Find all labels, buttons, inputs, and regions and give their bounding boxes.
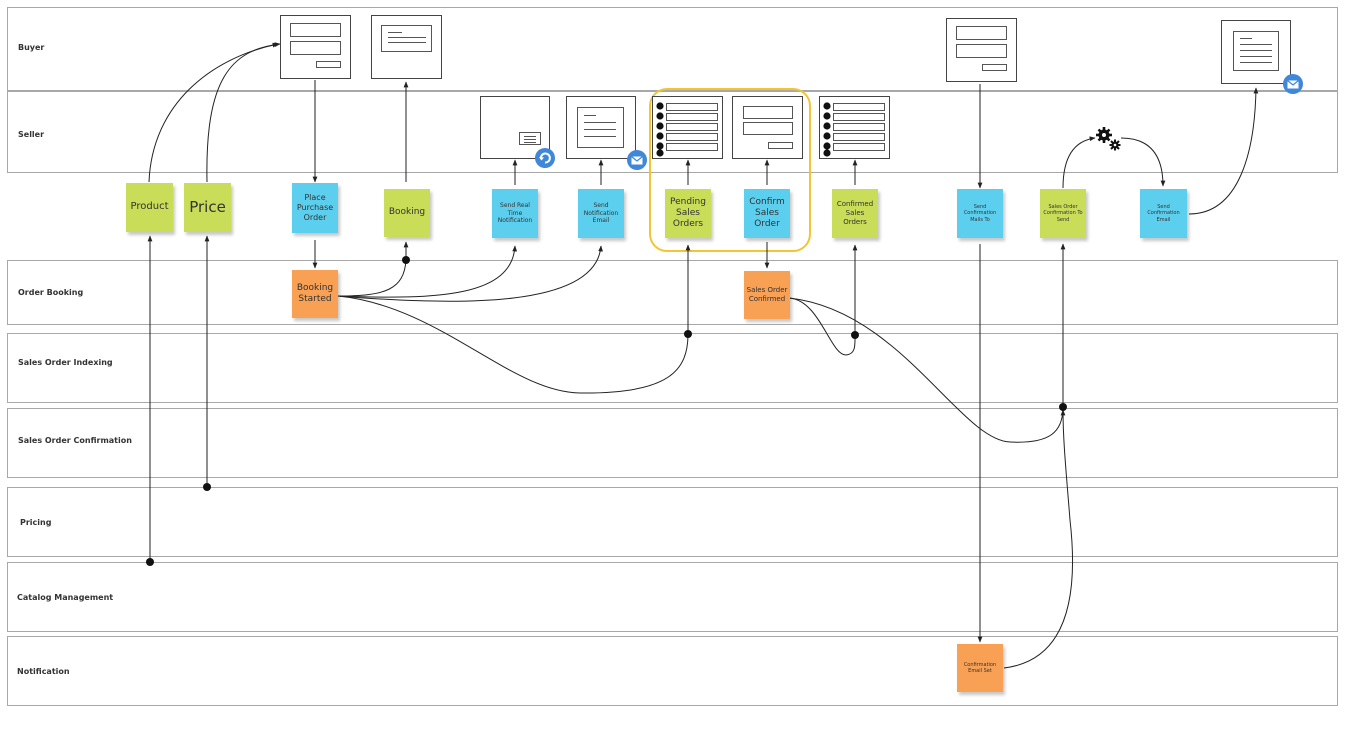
list-row <box>833 103 885 111</box>
doc-line <box>524 136 536 137</box>
wireframe-field <box>743 122 793 135</box>
sticky-send-confirmation-email[interactable]: Send Confirmation Email <box>1140 189 1187 238</box>
wireframe-confirmation-form[interactable] <box>946 18 1017 82</box>
wireframe-document <box>1233 31 1279 71</box>
sticky-send-confirmation-mails-to[interactable]: Send Confirmation Mails To <box>957 189 1003 238</box>
wireframe-field <box>290 23 341 37</box>
wireframe-field <box>290 41 341 55</box>
doc-line <box>1240 62 1272 63</box>
lane-label-pricing: Pricing <box>20 518 52 527</box>
doc-line <box>1240 50 1272 51</box>
lane-sales-order-confirmation <box>7 408 1338 478</box>
wireframe-field <box>743 106 793 119</box>
lane-sales-order-indexing <box>7 333 1338 403</box>
doc-line <box>1240 38 1252 39</box>
wireframe-button <box>768 142 793 149</box>
lane-label-sales-order-confirmation: Sales Order Confirmation <box>18 436 132 445</box>
wireframe-notification-email[interactable] <box>566 96 636 159</box>
mail-icon <box>627 150 647 170</box>
sticky-send-real-time-notification[interactable]: Send Real Time Notification <box>492 189 538 238</box>
wireframe-realtime-notification[interactable] <box>480 96 550 159</box>
refresh-icon <box>535 148 555 168</box>
list-row <box>833 133 885 141</box>
wireframe-field <box>956 44 1007 58</box>
doc-line <box>388 42 426 43</box>
sticky-confirmed-sales-orders[interactable]: Confirmed Sales Orders <box>832 189 878 238</box>
list-row <box>833 113 885 121</box>
mail-icon <box>1283 74 1303 94</box>
sticky-product[interactable]: Product <box>126 183 173 232</box>
wireframe-mini-doc <box>519 132 541 145</box>
lane-buyer <box>7 7 1338 91</box>
list-row <box>666 123 718 131</box>
wireframe-document <box>577 107 624 148</box>
lane-notification <box>7 636 1338 706</box>
doc-line <box>584 136 616 137</box>
wireframe-confirm-order-form[interactable] <box>732 96 803 159</box>
wireframe-button <box>982 64 1007 71</box>
doc-line <box>524 139 536 140</box>
sticky-place-purchase-order[interactable]: Place Purchase Order <box>292 183 338 233</box>
doc-line <box>584 115 596 116</box>
sticky-booking[interactable]: Booking <box>384 189 430 237</box>
wireframe-booking-doc[interactable] <box>371 15 442 79</box>
list-row <box>666 143 718 151</box>
sticky-send-notification-email[interactable]: Send Notification Email <box>578 189 624 238</box>
lane-pricing <box>7 487 1338 557</box>
list-row <box>666 113 718 121</box>
highlight-group <box>649 88 811 252</box>
doc-line <box>388 32 402 33</box>
doc-line <box>1240 44 1272 45</box>
sticky-sales-order-confirmation-to-send[interactable]: Sales Order Confirmation To Send <box>1040 189 1086 238</box>
sticky-pending-sales-orders[interactable]: Pending Sales Orders <box>665 189 711 238</box>
wireframe-button <box>316 61 341 68</box>
doc-line <box>584 129 616 130</box>
doc-line <box>388 37 426 38</box>
sticky-price[interactable]: Price <box>184 183 231 232</box>
list-row <box>833 123 885 131</box>
lane-label-buyer: Buyer <box>18 43 45 52</box>
list-row <box>666 133 718 141</box>
wireframe-field <box>956 26 1007 40</box>
doc-line <box>1240 56 1272 57</box>
wireframe-confirmed-orders-list[interactable] <box>819 96 890 159</box>
list-row <box>833 143 885 151</box>
lane-order-booking <box>7 260 1338 325</box>
lane-catalog-management <box>7 562 1338 632</box>
lane-label-seller: Seller <box>18 130 45 139</box>
sticky-confirm-sales-order[interactable]: Confirm Sales Order <box>744 189 790 238</box>
doc-line <box>524 142 536 143</box>
wireframe-document <box>381 25 432 52</box>
doc-line <box>584 122 616 123</box>
sticky-booking-started[interactable]: Booking Started <box>292 270 338 318</box>
wireframe-pending-orders-list[interactable] <box>652 96 723 159</box>
lane-label-notification: Notification <box>17 667 70 676</box>
lane-label-sales-order-indexing: Sales Order Indexing <box>18 358 113 367</box>
sticky-confirmation-email-set[interactable]: Confirmation Email Set <box>957 644 1003 692</box>
sticky-sales-order-confirmed[interactable]: Sales Order Confirmed <box>744 271 790 319</box>
wireframe-confirmation-email[interactable] <box>1221 20 1291 84</box>
lane-label-catalog-management: Catalog Management <box>17 593 114 602</box>
lane-label-order-booking: Order Booking <box>18 288 84 297</box>
wireframe-purchase-form[interactable] <box>280 15 351 79</box>
list-row <box>666 103 718 111</box>
